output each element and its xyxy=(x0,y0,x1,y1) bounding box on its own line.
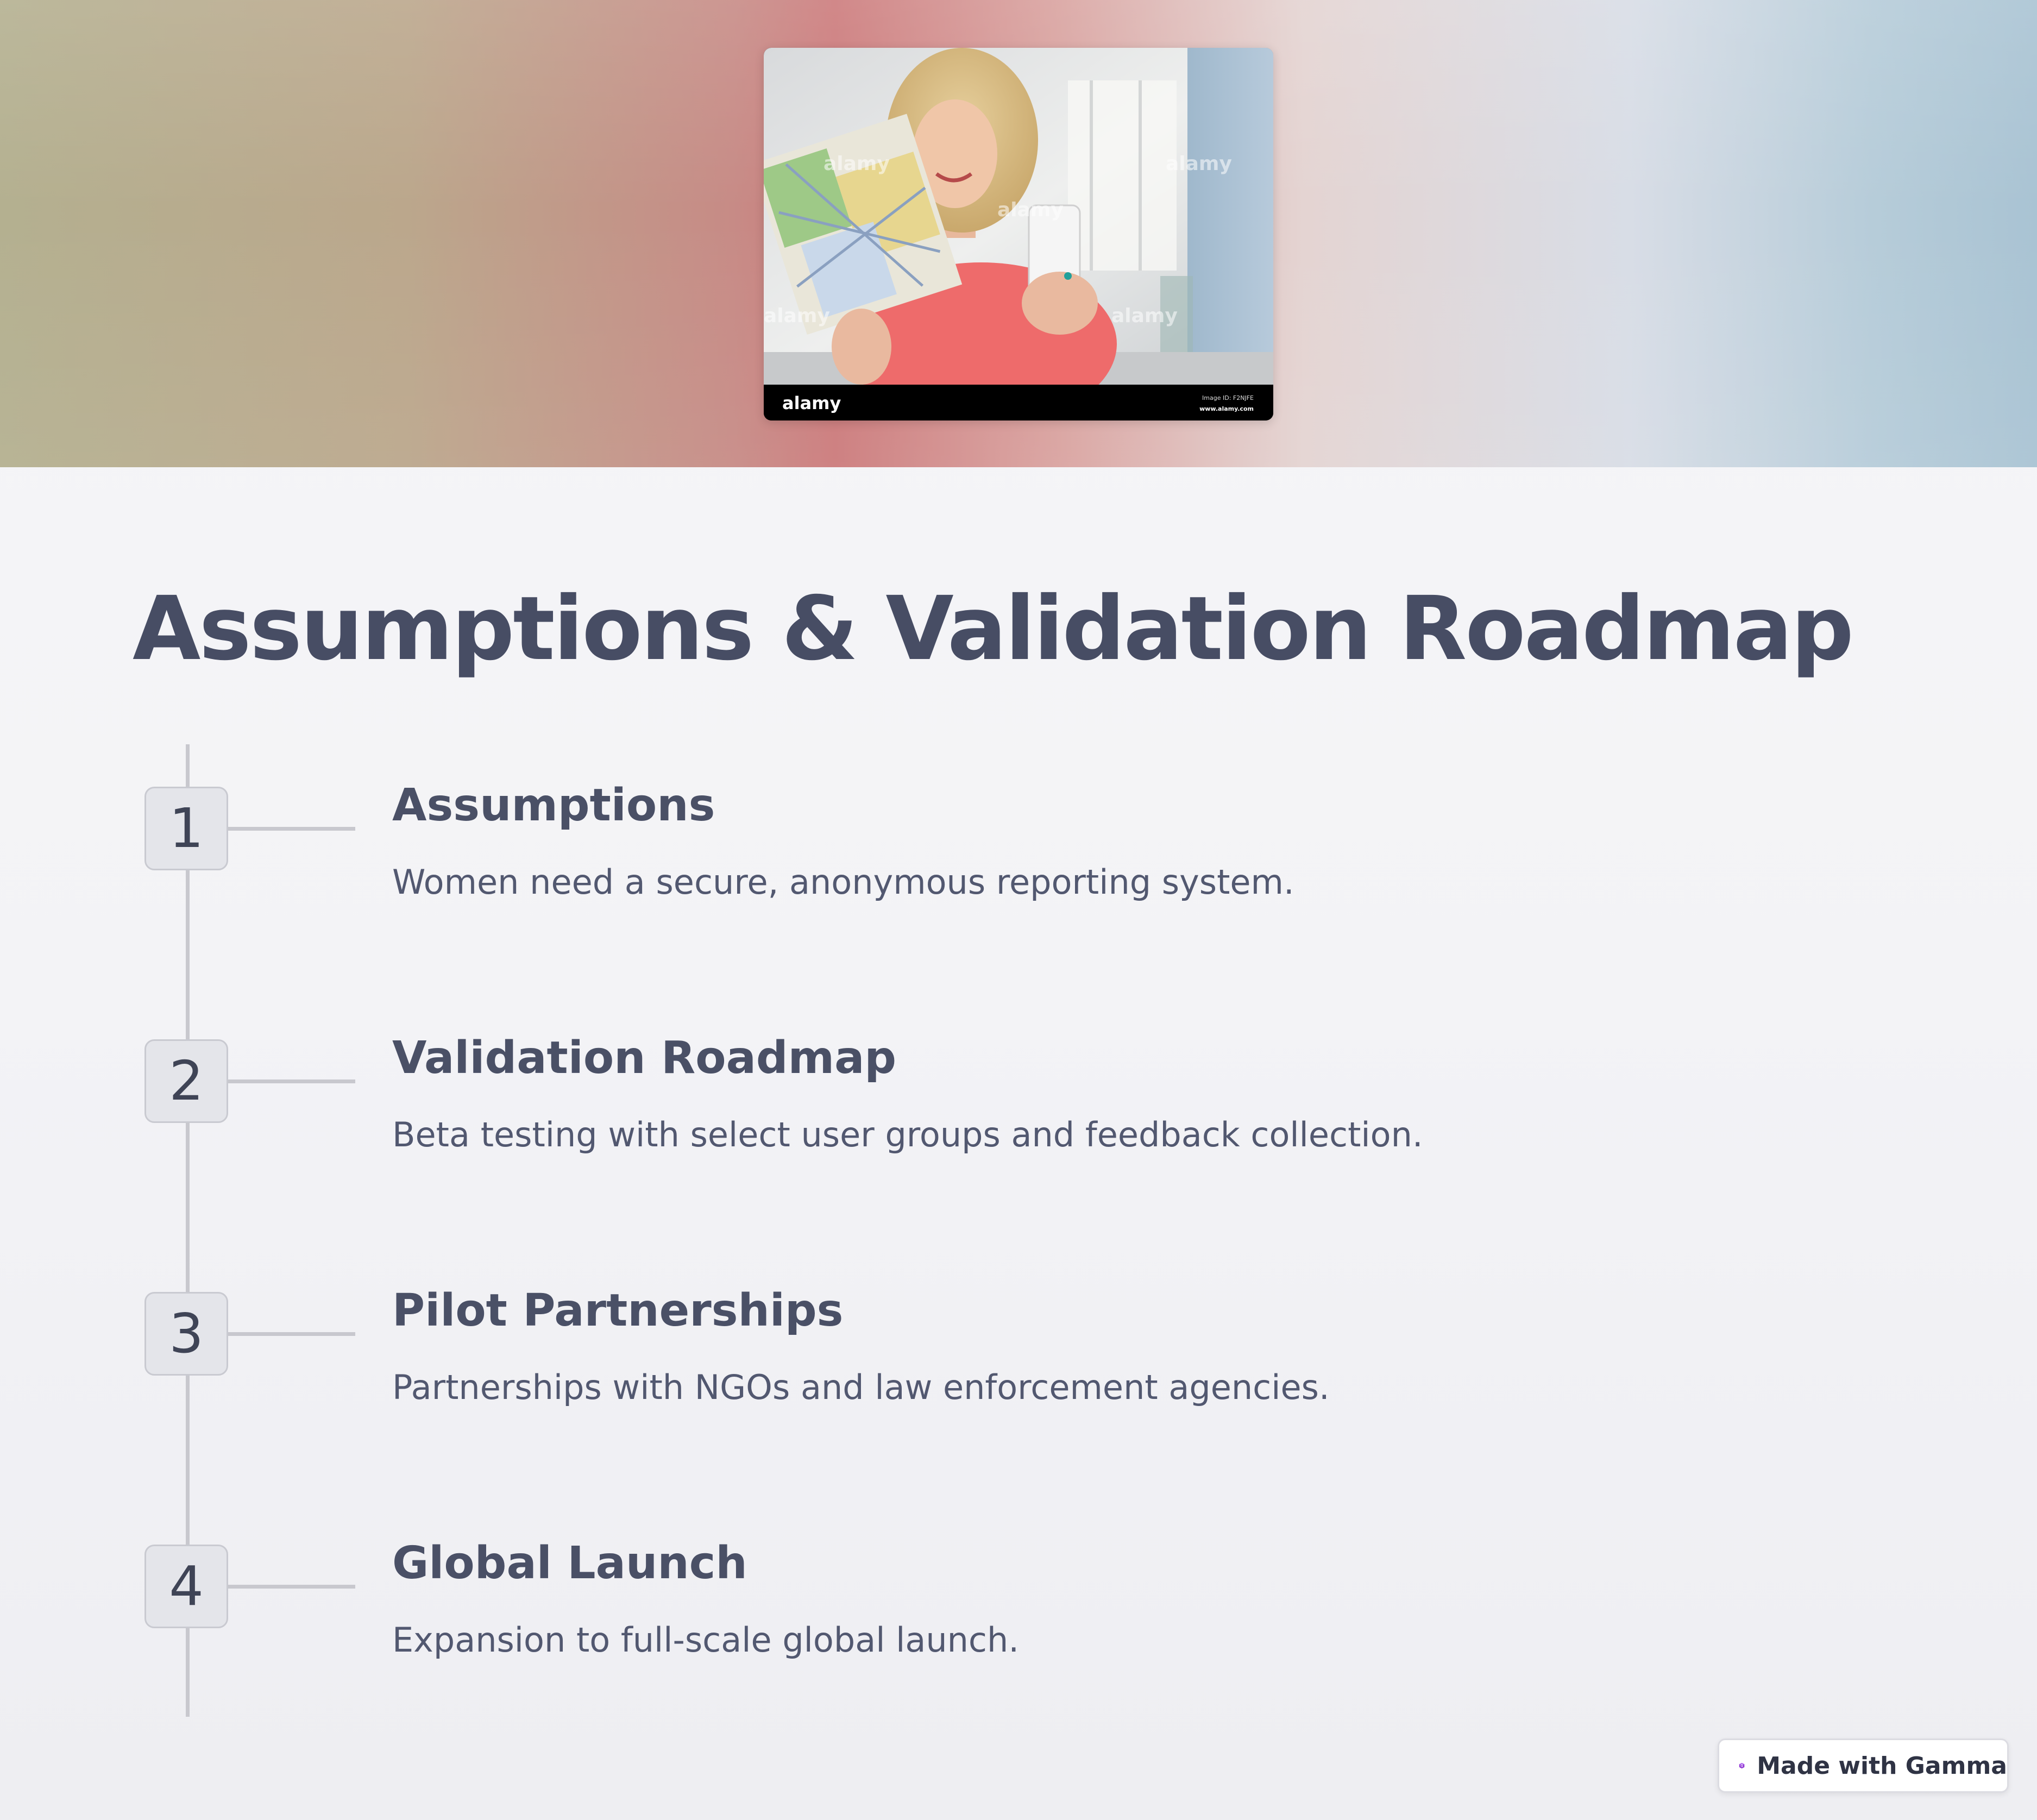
hero-photo: alamy alamy alamy alamy alamy alamy Imag… xyxy=(764,48,1273,421)
gamma-logo-icon xyxy=(1739,1762,1745,1769)
photo-watermark-brand: alamy xyxy=(782,393,841,413)
page-title: Assumptions & Validation Roadmap xyxy=(133,578,1854,680)
photo-site-url: www.alamy.com xyxy=(1199,405,1254,412)
step-connector xyxy=(228,1332,355,1336)
hero-banner: alamy alamy alamy alamy alamy alamy Imag… xyxy=(0,0,2037,467)
made-with-gamma-button[interactable]: Made with Gamma xyxy=(1718,1739,2009,1793)
timeline-step: 4 Global Launch Expansion to full-scale … xyxy=(0,1537,2037,1708)
timeline-step: 2 Validation Roadmap Beta testing with s… xyxy=(0,1032,2037,1202)
step-title: Validation Roadmap xyxy=(392,1032,897,1084)
badge-label: Made with Gamma xyxy=(1757,1752,2007,1780)
timeline-line xyxy=(186,744,190,1717)
step-number-badge: 2 xyxy=(144,1039,228,1123)
step-title: Pilot Partnerships xyxy=(392,1285,844,1336)
step-description: Partnerships with NGOs and law enforceme… xyxy=(392,1367,1330,1407)
photo-image-id: Image ID: F2NJFE xyxy=(1202,394,1254,401)
timeline-step: 3 Pilot Partnerships Partnerships with N… xyxy=(0,1285,2037,1455)
step-connector xyxy=(228,1080,355,1083)
svg-text:alamy: alamy xyxy=(764,305,830,327)
step-number-badge: 1 xyxy=(144,787,228,870)
step-description: Expansion to full-scale global launch. xyxy=(392,1620,1020,1660)
svg-text:alamy: alamy xyxy=(997,199,1064,221)
step-title: Global Launch xyxy=(392,1537,747,1589)
step-connector xyxy=(228,1585,355,1589)
timeline-step: 1 Assumptions Women need a secure, anony… xyxy=(0,780,2037,950)
svg-text:alamy: alamy xyxy=(823,153,890,175)
step-description: Beta testing with select user groups and… xyxy=(392,1115,1423,1154)
svg-text:alamy: alamy xyxy=(1166,153,1232,175)
svg-text:alamy: alamy xyxy=(1111,305,1178,327)
step-number-badge: 3 xyxy=(144,1292,228,1376)
step-title: Assumptions xyxy=(392,780,715,831)
step-description: Women need a secure, anonymous reporting… xyxy=(392,862,1294,902)
step-number-badge: 4 xyxy=(144,1545,228,1628)
step-connector xyxy=(228,827,355,831)
